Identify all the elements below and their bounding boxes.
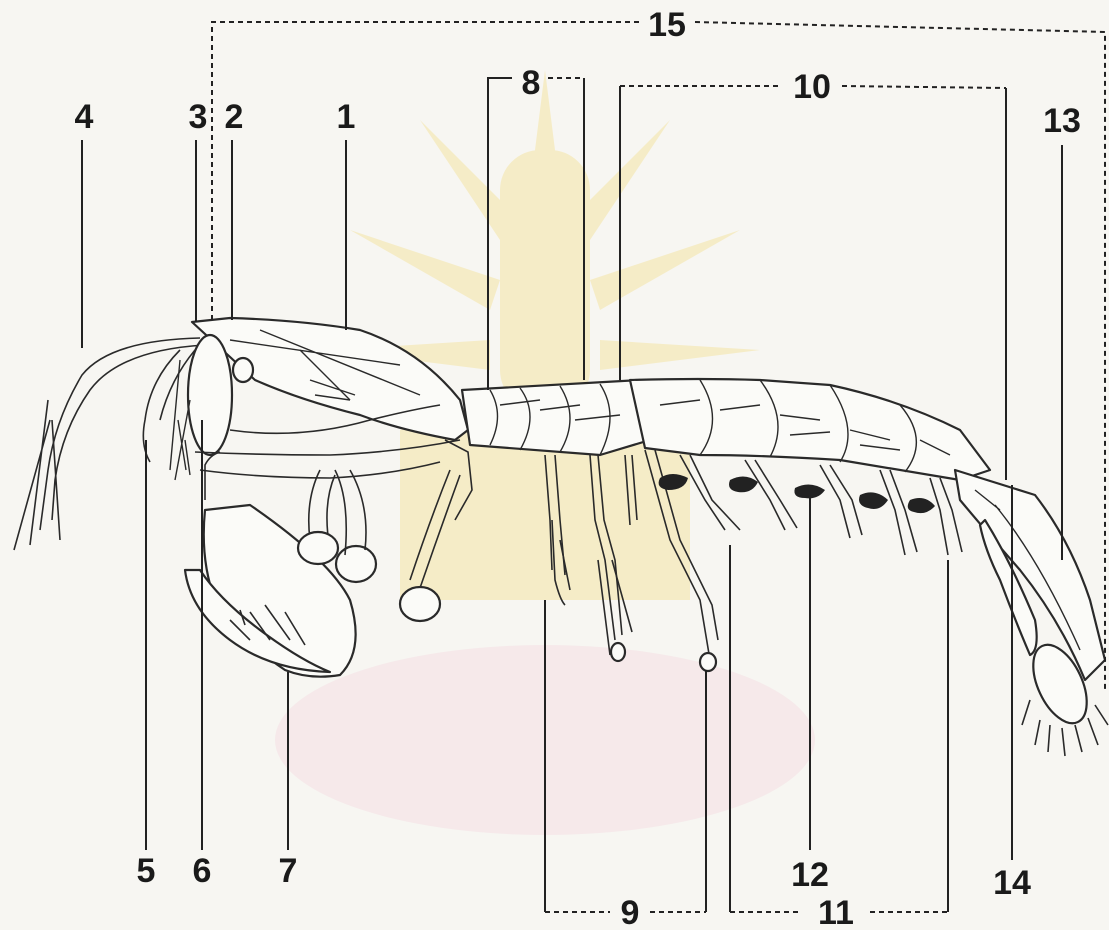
label-13: 13 xyxy=(1043,102,1081,140)
label-7: 7 xyxy=(279,852,298,890)
label-2: 2 xyxy=(225,98,244,136)
label-1: 1 xyxy=(337,98,356,136)
label-9: 9 xyxy=(621,894,640,930)
label-6: 6 xyxy=(193,852,212,890)
label-11: 11 xyxy=(818,894,854,930)
label-12: 12 xyxy=(791,856,829,894)
label-15: 15 xyxy=(648,6,686,44)
label-5: 5 xyxy=(137,852,156,890)
label-3: 3 xyxy=(189,98,208,136)
label-14: 14 xyxy=(993,864,1031,902)
label-10: 10 xyxy=(793,68,831,106)
label-4: 4 xyxy=(75,98,94,136)
label-8: 8 xyxy=(522,64,541,102)
